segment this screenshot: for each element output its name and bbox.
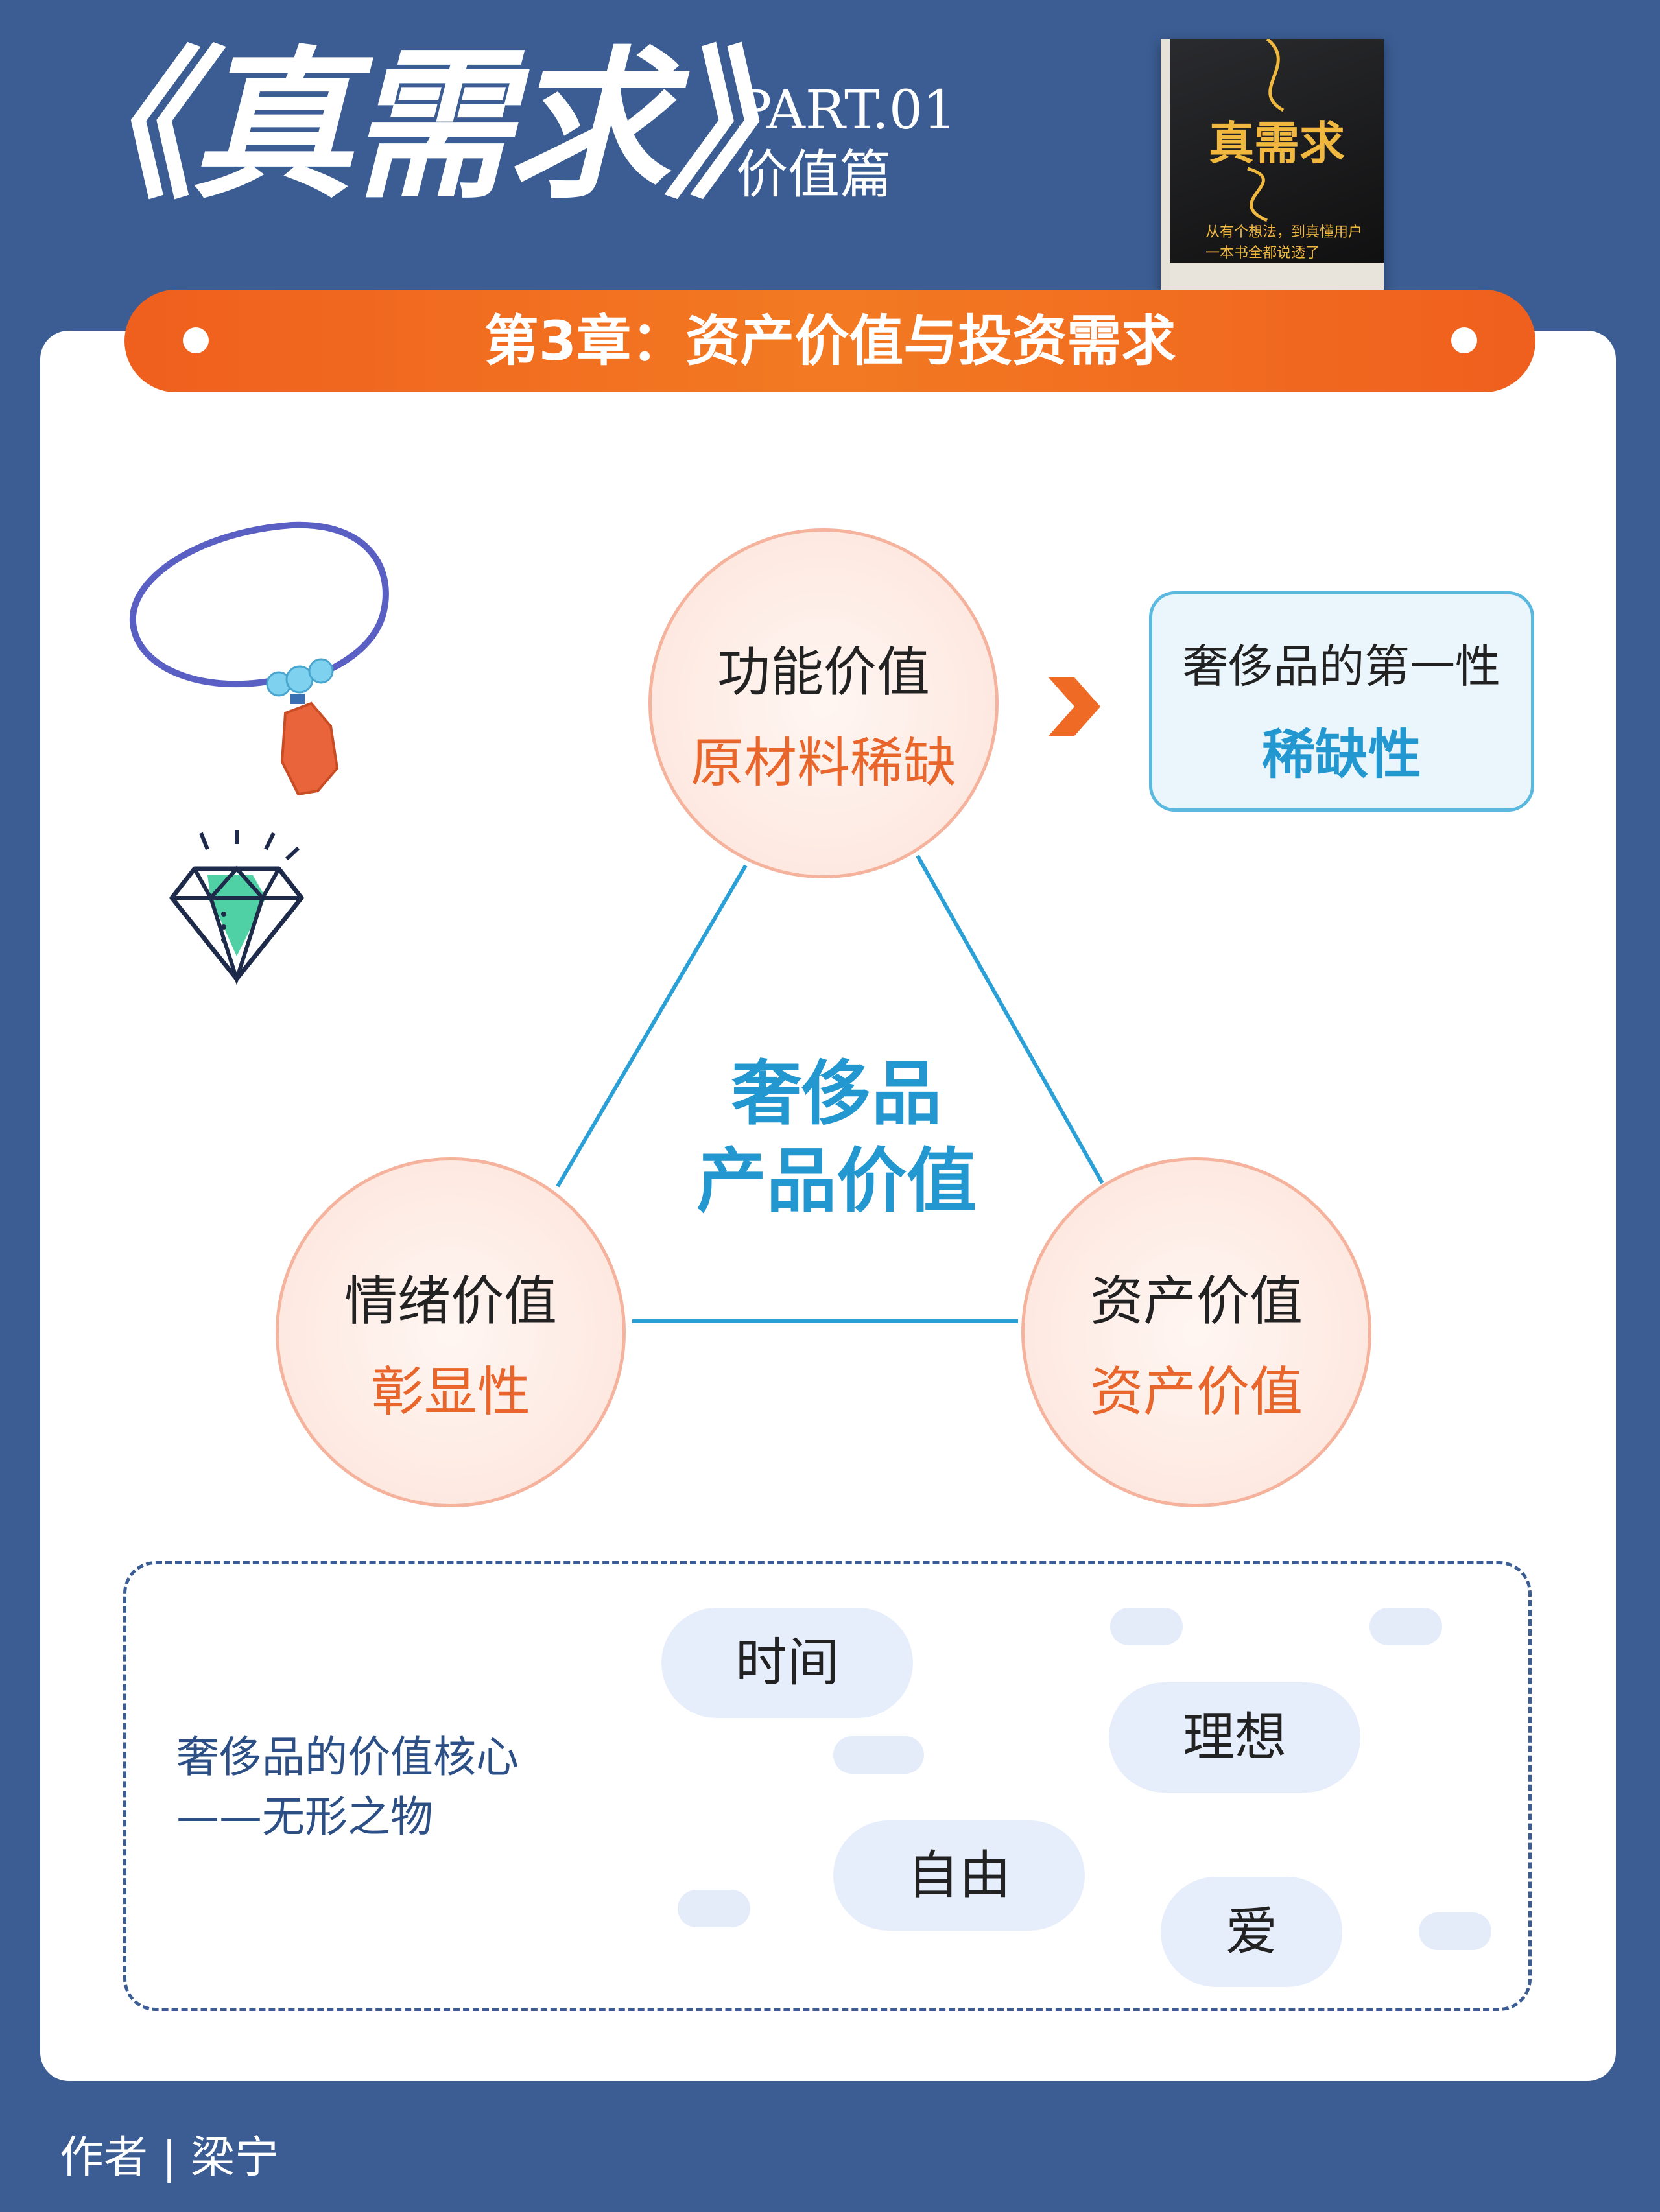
- decorative-pill: [1419, 1912, 1491, 1950]
- book-tagline: 从有个想法，到真懂用户: [1205, 224, 1363, 241]
- center-label-line: 奢侈品: [731, 1053, 942, 1135]
- intangible-value-panel: [123, 1561, 1532, 2011]
- circle-subtitle: 彰显性: [370, 1361, 530, 1423]
- value-core-line: ——无形之物: [176, 1792, 433, 1842]
- banner-dot-right: [1451, 327, 1477, 353]
- diagram-center-label: 奢侈品 产品价值: [674, 1050, 999, 1225]
- word-pill: 时间: [661, 1608, 913, 1718]
- decorative-pill: [833, 1736, 924, 1774]
- circle-subtitle: 原材料稀缺: [690, 733, 956, 794]
- diamond-icon: [169, 830, 304, 985]
- chapter-banner: 第3章：资产价值与投资需求: [124, 290, 1536, 392]
- word-pill: 自由: [833, 1820, 1085, 1931]
- circle-title: 功能价值: [717, 642, 930, 703]
- book-cover-image: 真需求 从有个想法，到真懂用户 一本书全都说透了: [1161, 39, 1384, 292]
- part-label: PART.01: [736, 80, 957, 141]
- word-pill: 爱: [1161, 1877, 1342, 1987]
- callout-title: 奢侈品的第一性: [1183, 640, 1500, 693]
- asset-value-circle: 资产价值 资产价值: [1021, 1157, 1371, 1507]
- callout-value: 稀缺性: [1261, 724, 1421, 786]
- center-label-line: 产品价值: [696, 1141, 977, 1222]
- functional-value-circle: 功能价值 原材料稀缺: [648, 528, 999, 878]
- author-credit: 作者 | 梁宁: [60, 2132, 279, 2183]
- book-title: 真需求: [1209, 116, 1345, 170]
- banner-dot-left: [183, 327, 209, 353]
- circle-title: 资产价值: [1089, 1271, 1303, 1332]
- book-spine-band: [1170, 263, 1384, 292]
- value-core-label: 奢侈品的价值核心 ——无形之物: [176, 1728, 519, 1848]
- book-cover-curve: [1247, 39, 1285, 222]
- luxury-first-principle-box: 奢侈品的第一性 稀缺性: [1149, 591, 1534, 812]
- emotional-value-circle: 情绪价值 彰显性: [276, 1157, 626, 1507]
- part-subtitle: 价值篇: [736, 145, 892, 205]
- decorative-pill: [1370, 1608, 1442, 1645]
- chapter-title: 第3章：资产价值与投资需求: [484, 309, 1176, 373]
- page-title: 《真需求》: [32, 32, 827, 220]
- value-core-line: 奢侈品的价值核心: [176, 1732, 519, 1782]
- chevron-right-icon: [1049, 677, 1100, 736]
- decorative-pill: [1110, 1608, 1183, 1645]
- circle-title: 情绪价值: [344, 1271, 557, 1332]
- necklace-icon: [129, 521, 389, 796]
- word-pill: 理想: [1109, 1682, 1360, 1793]
- book-tagline: 一本书全都说透了: [1205, 245, 1320, 261]
- circle-subtitle: 资产价值: [1089, 1361, 1303, 1423]
- decorative-pill: [678, 1890, 750, 1927]
